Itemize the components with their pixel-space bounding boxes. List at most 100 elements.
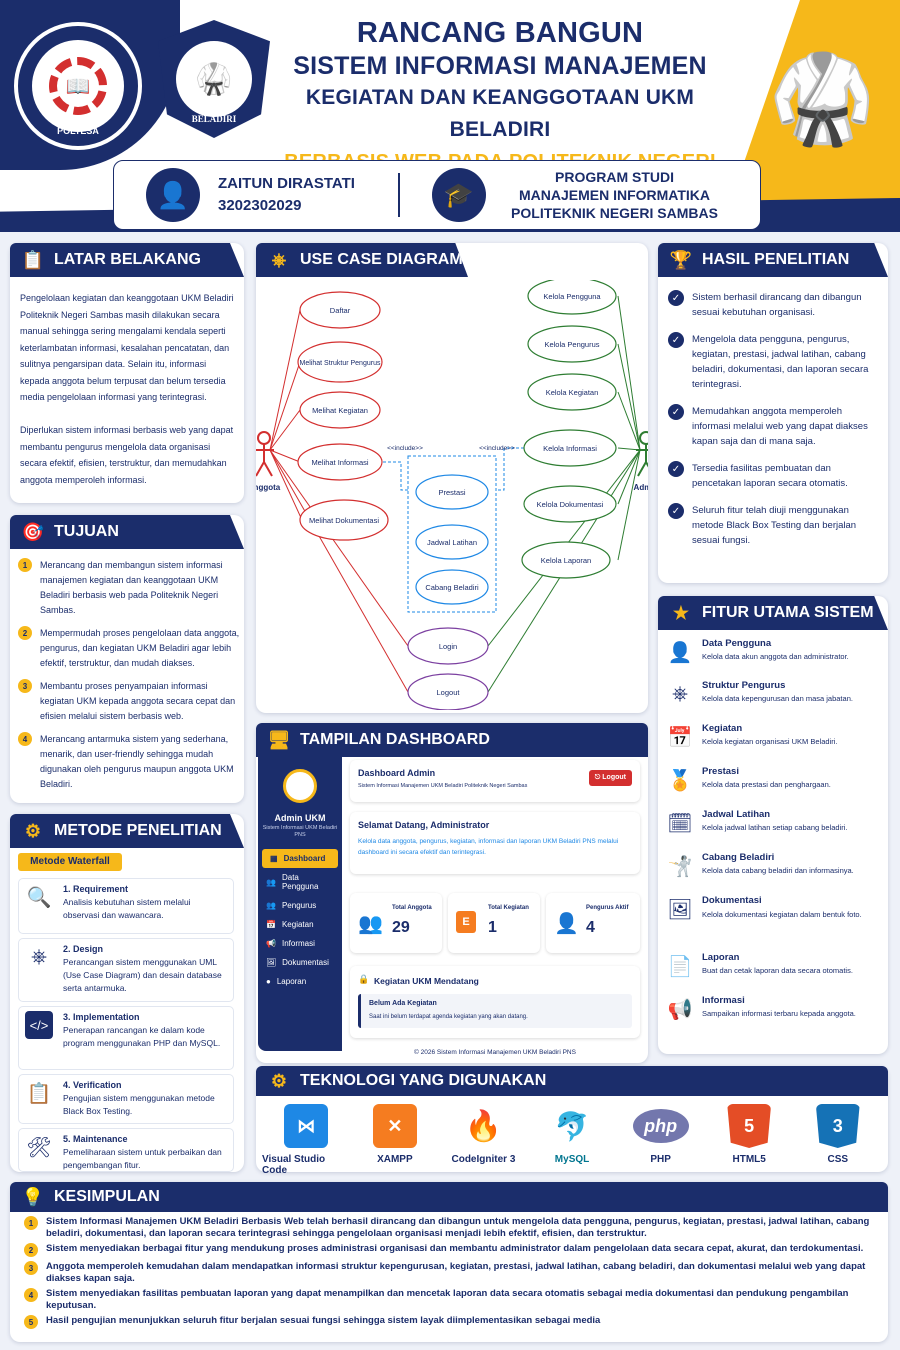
stat-label: Total Kegiatan bbox=[488, 905, 529, 911]
stat-value: 4 bbox=[586, 919, 595, 936]
tech-label: CSS bbox=[827, 1154, 849, 1165]
css3-icon: 3 bbox=[815, 1104, 860, 1148]
hasil-text: Seluruh fitur telah diuji menggunakan me… bbox=[692, 505, 857, 546]
usecase-melihat-struktur bbox=[297, 341, 383, 383]
include-box bbox=[407, 455, 497, 613]
metode-title: METODE PENELITIAN bbox=[54, 822, 222, 839]
hasil-card bbox=[658, 243, 888, 583]
dashboard-topbar-title: Dashboard Admin bbox=[358, 768, 436, 778]
fitur-desc: Kelola data prestasi dan penghargaan. bbox=[702, 780, 831, 789]
fighters-silhouette-icon: 🥋 bbox=[768, 51, 876, 147]
usecase-kelola-dokumentasi-label: Kelola Dokumentasi bbox=[537, 500, 604, 509]
kesimpulan-number: 1 bbox=[24, 1216, 38, 1230]
fitur-card bbox=[658, 596, 888, 1054]
hasil-item: ✓Tersedia fasilitas pembuatan dan pencet… bbox=[668, 461, 882, 491]
hasil-text: Tersedia fasilitas pembuatan dan penceta… bbox=[692, 463, 848, 489]
php-icon: php bbox=[632, 1109, 689, 1143]
tujuan-card bbox=[10, 515, 244, 803]
tech-vscode: ⋈Visual Studio Code bbox=[262, 1104, 351, 1176]
tech-label: HTML5 bbox=[732, 1154, 766, 1165]
tech-label: MySQL bbox=[554, 1154, 590, 1165]
step-text: Pemeliharaan sistem untuk perbaikan dan … bbox=[63, 1147, 222, 1170]
diagram-icon: ⎈ bbox=[271, 249, 287, 270]
logout-button[interactable]: ⎋ Logout bbox=[588, 770, 632, 786]
dashboard-topbar: Dashboard Admin Sistem Informasi Manajem… bbox=[350, 760, 640, 802]
kesimpulan-number: 2 bbox=[24, 1243, 38, 1257]
sidebar-item-laporan[interactable]: ●Laporan bbox=[258, 972, 342, 991]
sidebar-item-dokumentasi[interactable]: 🖼Dokumentasi bbox=[258, 953, 342, 972]
teknologi-title: TEKNOLOGI YANG DIGUNAKAN bbox=[300, 1072, 547, 1089]
users-icon: 👥 bbox=[358, 913, 383, 935]
step-text: Analisis kebutuhan sistem melalui observ… bbox=[63, 897, 191, 920]
tech-label: CodeIgniter 3 bbox=[451, 1154, 516, 1165]
sidebar-item-data-pengguna[interactable]: 👥Data Pengguna bbox=[258, 868, 342, 896]
latar-p2: Diperlukan sistem informasi berbasis web… bbox=[20, 425, 234, 485]
tech-label: PHP bbox=[650, 1154, 671, 1165]
usecase-melihat-struktur-label: Melihat Struktur Pengurus bbox=[300, 360, 381, 367]
sidebar-item-informasi[interactable]: 📢Informasi bbox=[258, 934, 342, 953]
hasil-item: ✓Sistem berhasil dirancang dan dibangun … bbox=[668, 290, 882, 320]
sidebar-item-kegiatan[interactable]: 📅Kegiatan bbox=[258, 915, 342, 934]
user-icon: 👤 bbox=[667, 641, 693, 664]
kesimpulan-text: Anggota memperoleh kemudahan dalam menda… bbox=[46, 1261, 866, 1284]
fitur-title-text: Data Pengguna bbox=[702, 638, 772, 649]
hasil-text: Memudahkan anggota memperoleh informasi … bbox=[692, 406, 868, 447]
kesimpulan-number: 3 bbox=[24, 1261, 38, 1275]
fitur-title-text: Cabang Beladiri bbox=[702, 852, 775, 863]
calendar-icon: 📅 bbox=[266, 920, 276, 929]
waterfall-badge: Metode Waterfall bbox=[18, 853, 122, 871]
diagram-icon: ⎈ bbox=[31, 945, 47, 968]
lock-icon: 🔒 bbox=[358, 974, 370, 984]
gear-icon: ⚙ bbox=[270, 1070, 288, 1091]
welcome-text: Kelola data anggota, pengurus, kegiatan,… bbox=[358, 838, 619, 856]
dashboard-logo bbox=[283, 769, 317, 803]
upcoming-title: Kegiatan UKM Mendatang bbox=[374, 976, 479, 986]
anggota-associations bbox=[269, 309, 409, 693]
logout-label: Logout bbox=[602, 774, 626, 781]
medal-icon: 🏅 bbox=[667, 769, 693, 792]
hasil-item: ✓Mengelola data pengguna, pengurus, kegi… bbox=[668, 332, 882, 392]
search-doc-icon: 🔍 bbox=[26, 886, 52, 909]
gear-icon: 📖 bbox=[49, 57, 107, 115]
tujuan-number: 4 bbox=[18, 732, 32, 746]
fitur-desc: Kelola data kepengurusan dan masa jabata… bbox=[702, 694, 853, 703]
org-chart-icon: ⎈ bbox=[672, 682, 688, 705]
usecase-kelola-laporan bbox=[521, 541, 611, 579]
sidebar-item-pengurus[interactable]: 👥Pengurus bbox=[258, 896, 342, 915]
usecase-kelola-pengguna bbox=[527, 280, 617, 315]
usecase-diagram: Anggota Admin <<include>> <<include>> Da… bbox=[256, 280, 648, 710]
xampp-icon: ✕ bbox=[372, 1104, 417, 1148]
dashboard-topbar-subtitle: Sistem Informasi Manajemen UKM Beladiri … bbox=[358, 783, 528, 789]
check-icon: ✓ bbox=[668, 290, 684, 306]
welcome-title: Selamat Datang, Administrator bbox=[358, 820, 490, 830]
ukm-beladiri-logo: 🥋 BELADIRI bbox=[158, 20, 270, 138]
fitur-desc: Buat dan cetak laporan data secara otoma… bbox=[702, 966, 853, 975]
tujuan-title: TUJUAN bbox=[54, 523, 119, 540]
kesimpulan-text: Hasil pengujian menunjukkan seluruh fitu… bbox=[46, 1315, 601, 1326]
sidebar-item-dashboard[interactable]: ▦Dashboard bbox=[262, 849, 338, 868]
user-icon: 👤 bbox=[146, 168, 200, 222]
usecase-title: USE CASE DIAGRAM bbox=[300, 251, 463, 268]
users-icon: 👥 bbox=[266, 901, 276, 910]
sidebar-item-label: Dashboard bbox=[283, 854, 326, 863]
usecase-kelola-informasi-label: Kelola Informasi bbox=[543, 444, 597, 453]
hasil-header: 🏆 HASIL PENELITIAN bbox=[658, 243, 888, 277]
megaphone-icon: 📢 bbox=[667, 998, 693, 1021]
fitur-title-text: Jadwal Latihan bbox=[702, 809, 771, 820]
program-line-3: POLITEKNIK NEGERI SAMBAS bbox=[511, 205, 718, 221]
